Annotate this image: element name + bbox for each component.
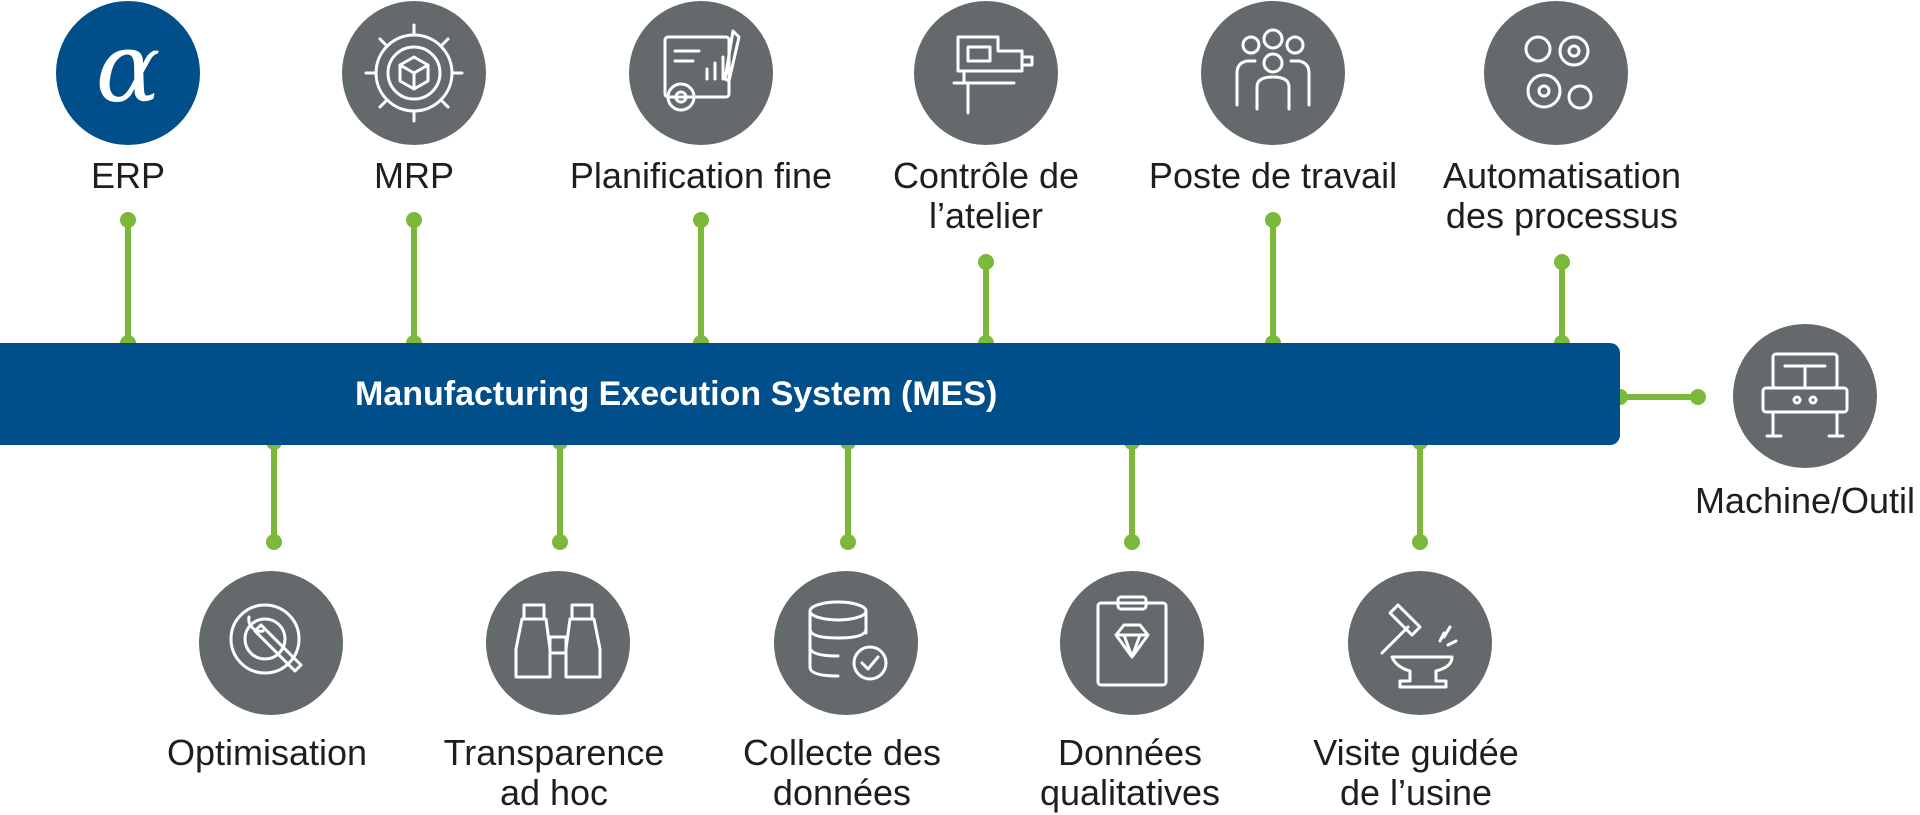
team-icon bbox=[1201, 1, 1345, 145]
svg-text:α: α bbox=[96, 12, 161, 124]
connector-controle-start-dot bbox=[978, 254, 994, 270]
connector-poste-start-dot bbox=[1265, 212, 1281, 228]
gear-cube-icon bbox=[342, 1, 486, 145]
connector-planification bbox=[693, 212, 709, 351]
connector-erp-start-dot bbox=[120, 212, 136, 228]
alpha-logo-icon: α bbox=[56, 1, 200, 145]
label-controle-atelier-text: Contrôle de l’atelier bbox=[892, 155, 1080, 236]
label-visite-guidee: Visite guidée de l’usine bbox=[1313, 733, 1519, 813]
label-optimisation: Optimisation bbox=[166, 732, 368, 773]
connector-planification-start-dot bbox=[693, 212, 709, 228]
blueprint-gear-icon bbox=[629, 1, 773, 145]
connector-machine-end-dot bbox=[1690, 389, 1706, 405]
connector-mrp-start-dot bbox=[406, 212, 422, 228]
label-collecte: Collecte des données bbox=[743, 733, 941, 813]
machine-tool-icon bbox=[1733, 324, 1877, 468]
connector-visite bbox=[1412, 434, 1428, 550]
label-transparence-text: Transparence ad hoc bbox=[443, 732, 665, 813]
connector-collecte-end-dot bbox=[840, 534, 856, 550]
label-planification-fine: Planification fine bbox=[569, 155, 833, 196]
label-visite-guidee-text: Visite guidée de l’usine bbox=[1313, 732, 1519, 813]
connector-transparence-end-dot bbox=[552, 534, 568, 550]
connector-visite-end-dot bbox=[1412, 534, 1428, 550]
connector-mrp bbox=[406, 212, 422, 351]
connector-optimisation bbox=[266, 434, 282, 550]
label-automatisation-text: Automatisation des processus bbox=[1442, 155, 1682, 236]
label-donnees-qualitatives: Données qualitatives bbox=[1040, 733, 1220, 813]
connector-machine bbox=[1612, 389, 1706, 405]
connector-erp bbox=[120, 212, 136, 351]
connector-poste bbox=[1265, 212, 1281, 351]
label-poste-de-travail: Poste de travail bbox=[1148, 155, 1398, 196]
connector-controle bbox=[978, 254, 994, 351]
label-automatisation: Automatisation des processus bbox=[1443, 156, 1681, 236]
mes-bar bbox=[0, 343, 1620, 445]
connector-automatisation-start-dot bbox=[1554, 254, 1570, 270]
label-transparence: Transparence ad hoc bbox=[444, 733, 665, 813]
label-donnees-qualitatives-text: Données qualitatives bbox=[1039, 732, 1221, 813]
clipboard-diamond-icon bbox=[1060, 571, 1204, 715]
connector-donnees-end-dot bbox=[1124, 534, 1140, 550]
gears-icon bbox=[1484, 1, 1628, 145]
label-machine-outil: Machine/Outil bbox=[1694, 480, 1916, 521]
label-erp: ERP bbox=[90, 155, 166, 196]
hammer-anvil-icon bbox=[1348, 571, 1492, 715]
connector-transparence bbox=[552, 434, 568, 550]
connector-donnees bbox=[1124, 434, 1140, 550]
mes-title: Manufacturing Execution System (MES) bbox=[355, 375, 998, 413]
label-controle-atelier: Contrôle de l’atelier bbox=[893, 156, 1079, 236]
jigsaw-tool-icon bbox=[914, 1, 1058, 145]
label-collecte-text: Collecte des données bbox=[742, 732, 942, 813]
connector-collecte bbox=[840, 434, 856, 550]
database-check-icon bbox=[774, 571, 918, 715]
binoculars-icon bbox=[486, 571, 630, 715]
connector-automatisation bbox=[1554, 254, 1570, 351]
connector-optimisation-end-dot bbox=[266, 534, 282, 550]
label-mrp: MRP bbox=[374, 155, 454, 196]
gear-wrench-icon bbox=[199, 571, 343, 715]
